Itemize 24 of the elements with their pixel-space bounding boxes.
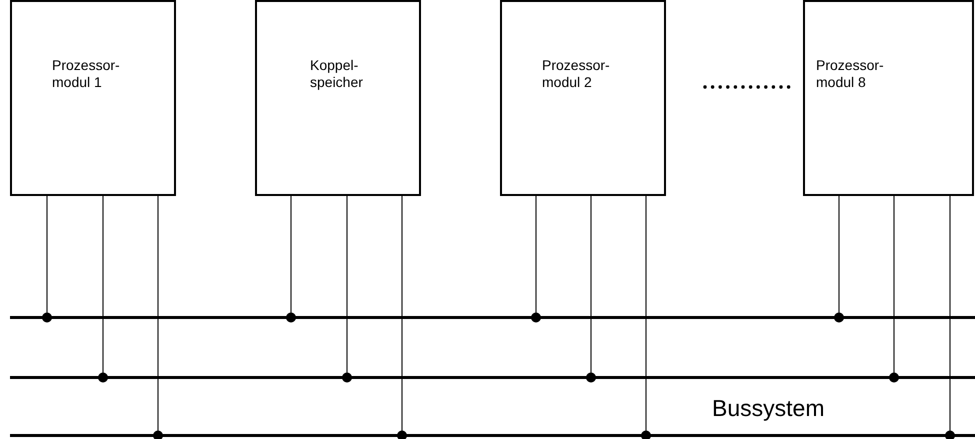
- bus-line: [10, 376, 975, 379]
- connection-line: [286, 196, 296, 322]
- module-box: [803, 0, 974, 196]
- connection-line: [397, 196, 407, 439]
- connection-line: [889, 196, 899, 382]
- connection-line: [945, 196, 955, 439]
- connection-line: [153, 196, 163, 439]
- connection-line: [98, 196, 108, 382]
- bus-line: [10, 434, 975, 437]
- module-label: Prozessor- modul 8: [816, 57, 885, 91]
- connection-line: [531, 196, 541, 322]
- bus-system-label: Bussystem: [712, 395, 824, 422]
- module-label: Koppel- speicher: [310, 57, 364, 91]
- module-box: [500, 0, 666, 196]
- bus-line: [10, 316, 975, 319]
- connection-line: [834, 196, 844, 322]
- connection-line: [586, 196, 596, 382]
- module-box: [10, 0, 176, 196]
- connection-line: [641, 196, 651, 439]
- connection-line: [42, 196, 52, 322]
- module-box: [255, 0, 421, 196]
- connection-line: [342, 196, 352, 382]
- module-label: Prozessor- modul 1: [52, 57, 121, 91]
- module-label: Prozessor- modul 2: [542, 57, 611, 91]
